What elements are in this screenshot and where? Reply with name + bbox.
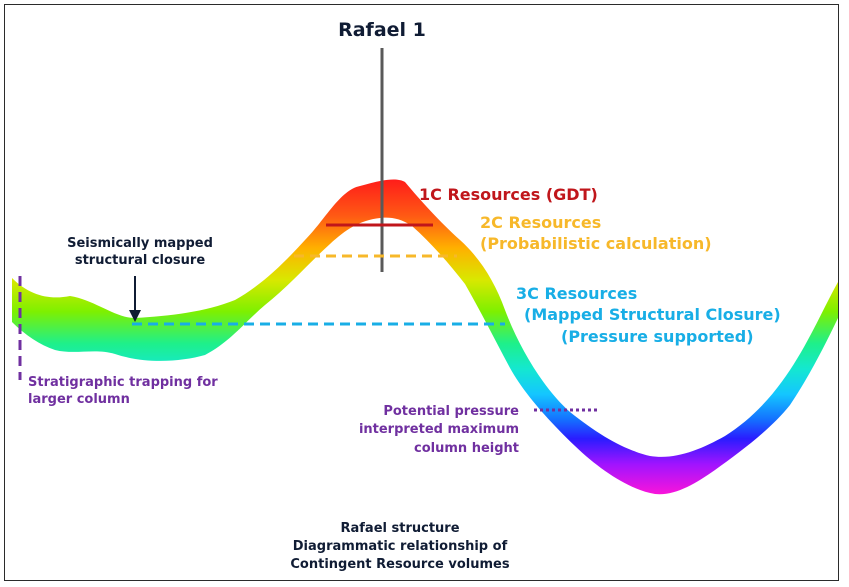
label-pressure-3: column height: [414, 441, 519, 456]
label-pressure-1: Potential pressure: [383, 404, 519, 419]
label-2c-method: (Probabilistic calculation): [480, 234, 712, 253]
label-pressure-2: interpreted maximum: [359, 422, 519, 437]
seismic-arrow-head: [129, 310, 141, 322]
label-stratigraphic-1: Stratigraphic trapping for: [28, 375, 218, 390]
label-3c-resources: 3C Resources: [516, 284, 637, 303]
label-3c-closure: (Mapped Structural Closure): [524, 305, 781, 324]
label-2c-resources: 2C Resources: [480, 213, 601, 232]
label-stratigraphic-2: larger column: [28, 392, 130, 407]
label-3c-pressure: (Pressure supported): [561, 327, 754, 346]
label-1c-resources: 1C Resources (GDT): [419, 185, 598, 204]
caption-line-1: Rafael structure: [340, 521, 459, 536]
diagram-frame: [4, 4, 839, 581]
caption-line-2: Diagrammatic relationship of: [293, 539, 508, 554]
well-title: Rafael 1: [338, 19, 426, 41]
caption-line-3: Contingent Resource volumes: [290, 557, 509, 572]
horizon-band: [12, 179, 838, 495]
label-seismic-closure-2: structural closure: [75, 253, 205, 268]
label-seismic-closure-1: Seismically mapped: [67, 236, 213, 251]
